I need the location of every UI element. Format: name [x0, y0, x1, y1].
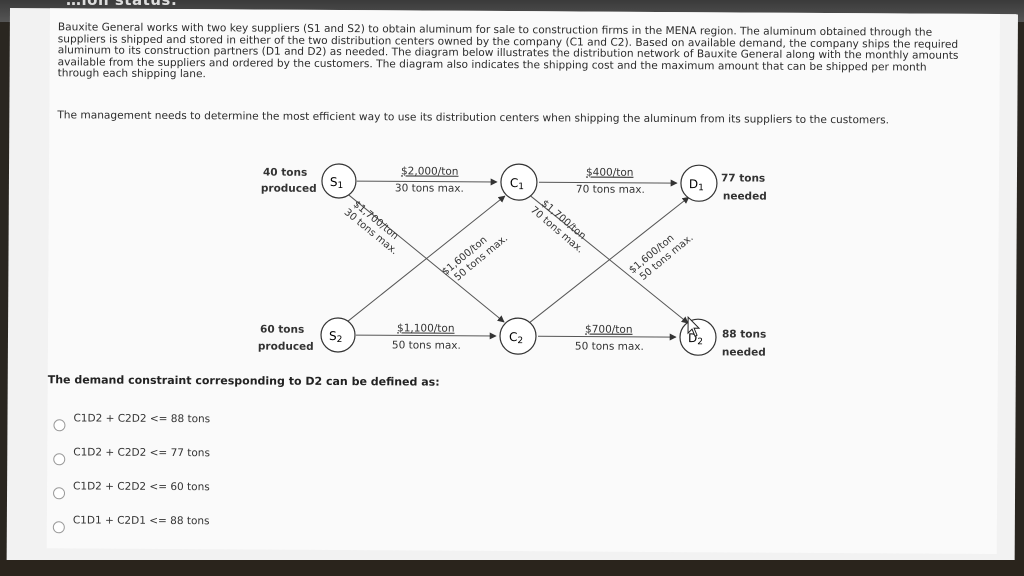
d1-demand-word: needed — [723, 190, 767, 202]
screen: Bauxite General works with two key suppl… — [6, 8, 1018, 570]
cut-off-status-text: …ion status: — [66, 0, 178, 9]
lane-c1-d1-cost: $400/ton — [586, 167, 634, 179]
answer-option[interactable]: C1D2 + C2D2 <= 60 tons — [52, 469, 210, 504]
question-card: Bauxite General works with two key suppl… — [46, 8, 1000, 555]
management-task: The management needs to determine the mo… — [57, 109, 890, 127]
lane-s2-c2-cost: $1,100/ton — [397, 322, 455, 334]
edge-c1-d1 — [538, 179, 678, 187]
answer-options: C1D2 + C2D2 <= 88 tons C1D2 + C2D2 <= 77… — [52, 401, 210, 538]
monitor-bottom-frame — [0, 560, 1024, 576]
node-s2: S2 — [320, 317, 356, 353]
answer-option-label: C1D2 + C2D2 <= 77 tons — [73, 446, 210, 460]
lane-c1-d1-max: 70 tons max. — [576, 183, 645, 195]
radio-button[interactable] — [53, 419, 66, 432]
lane-s1-c1-max: 30 tons max. — [395, 182, 464, 194]
lane-s1-c1-cost: $2,000/ton — [401, 165, 459, 177]
edge-s2-c1 — [347, 195, 506, 322]
node-c1: C1 — [500, 163, 538, 201]
lane-c2-d2-cost: $700/ton — [585, 324, 633, 336]
lane-c2-d2-max: 50 tons max. — [575, 340, 644, 352]
answer-option[interactable]: C1D2 + C2D2 <= 88 tons — [53, 401, 210, 436]
node-c2: C2 — [499, 317, 537, 355]
s2-supply-word: produced — [258, 341, 314, 353]
edge-c2-d1 — [529, 196, 690, 323]
answer-option[interactable]: C1D1 + C2D1 <= 88 tons — [52, 503, 210, 538]
radio-button[interactable] — [52, 521, 65, 534]
s1-supply-amount: 40 tons — [263, 167, 307, 179]
edge-s2-c2 — [356, 332, 497, 340]
d2-demand-word: needed — [722, 346, 766, 358]
node-s1: S1 — [321, 163, 357, 199]
s1-supply-word: produced — [261, 183, 317, 195]
distribution-network-diagram: S1 S2 C1 C2 D1 D2 40 ton — [258, 163, 767, 359]
d1-demand-amount: 77 tons — [721, 172, 765, 184]
answer-option-label: C1D2 + C2D2 <= 60 tons — [73, 480, 210, 494]
node-d1: D1 — [680, 164, 718, 202]
edge-c2-d2 — [538, 333, 677, 341]
s2-supply-amount: 60 tons — [260, 324, 304, 336]
problem-description: Bauxite General works with two key suppl… — [57, 21, 959, 81]
d2-demand-amount: 88 tons — [722, 328, 766, 340]
answer-option-label: C1D1 + C2D1 <= 88 tons — [72, 514, 210, 528]
answer-option[interactable]: C1D2 + C2D2 <= 77 tons — [53, 435, 210, 470]
radio-button[interactable] — [53, 453, 66, 466]
answer-option-label: C1D2 + C2D2 <= 88 tons — [73, 412, 211, 426]
question-prompt: The demand constraint corresponding to D… — [47, 373, 440, 389]
radio-button[interactable] — [52, 487, 66, 500]
edge-s1-c1 — [356, 178, 498, 186]
node-d2: D2 — [679, 318, 717, 356]
lane-s2-c2-max: 50 tons max. — [392, 339, 461, 351]
mouse-cursor-icon — [687, 315, 701, 337]
